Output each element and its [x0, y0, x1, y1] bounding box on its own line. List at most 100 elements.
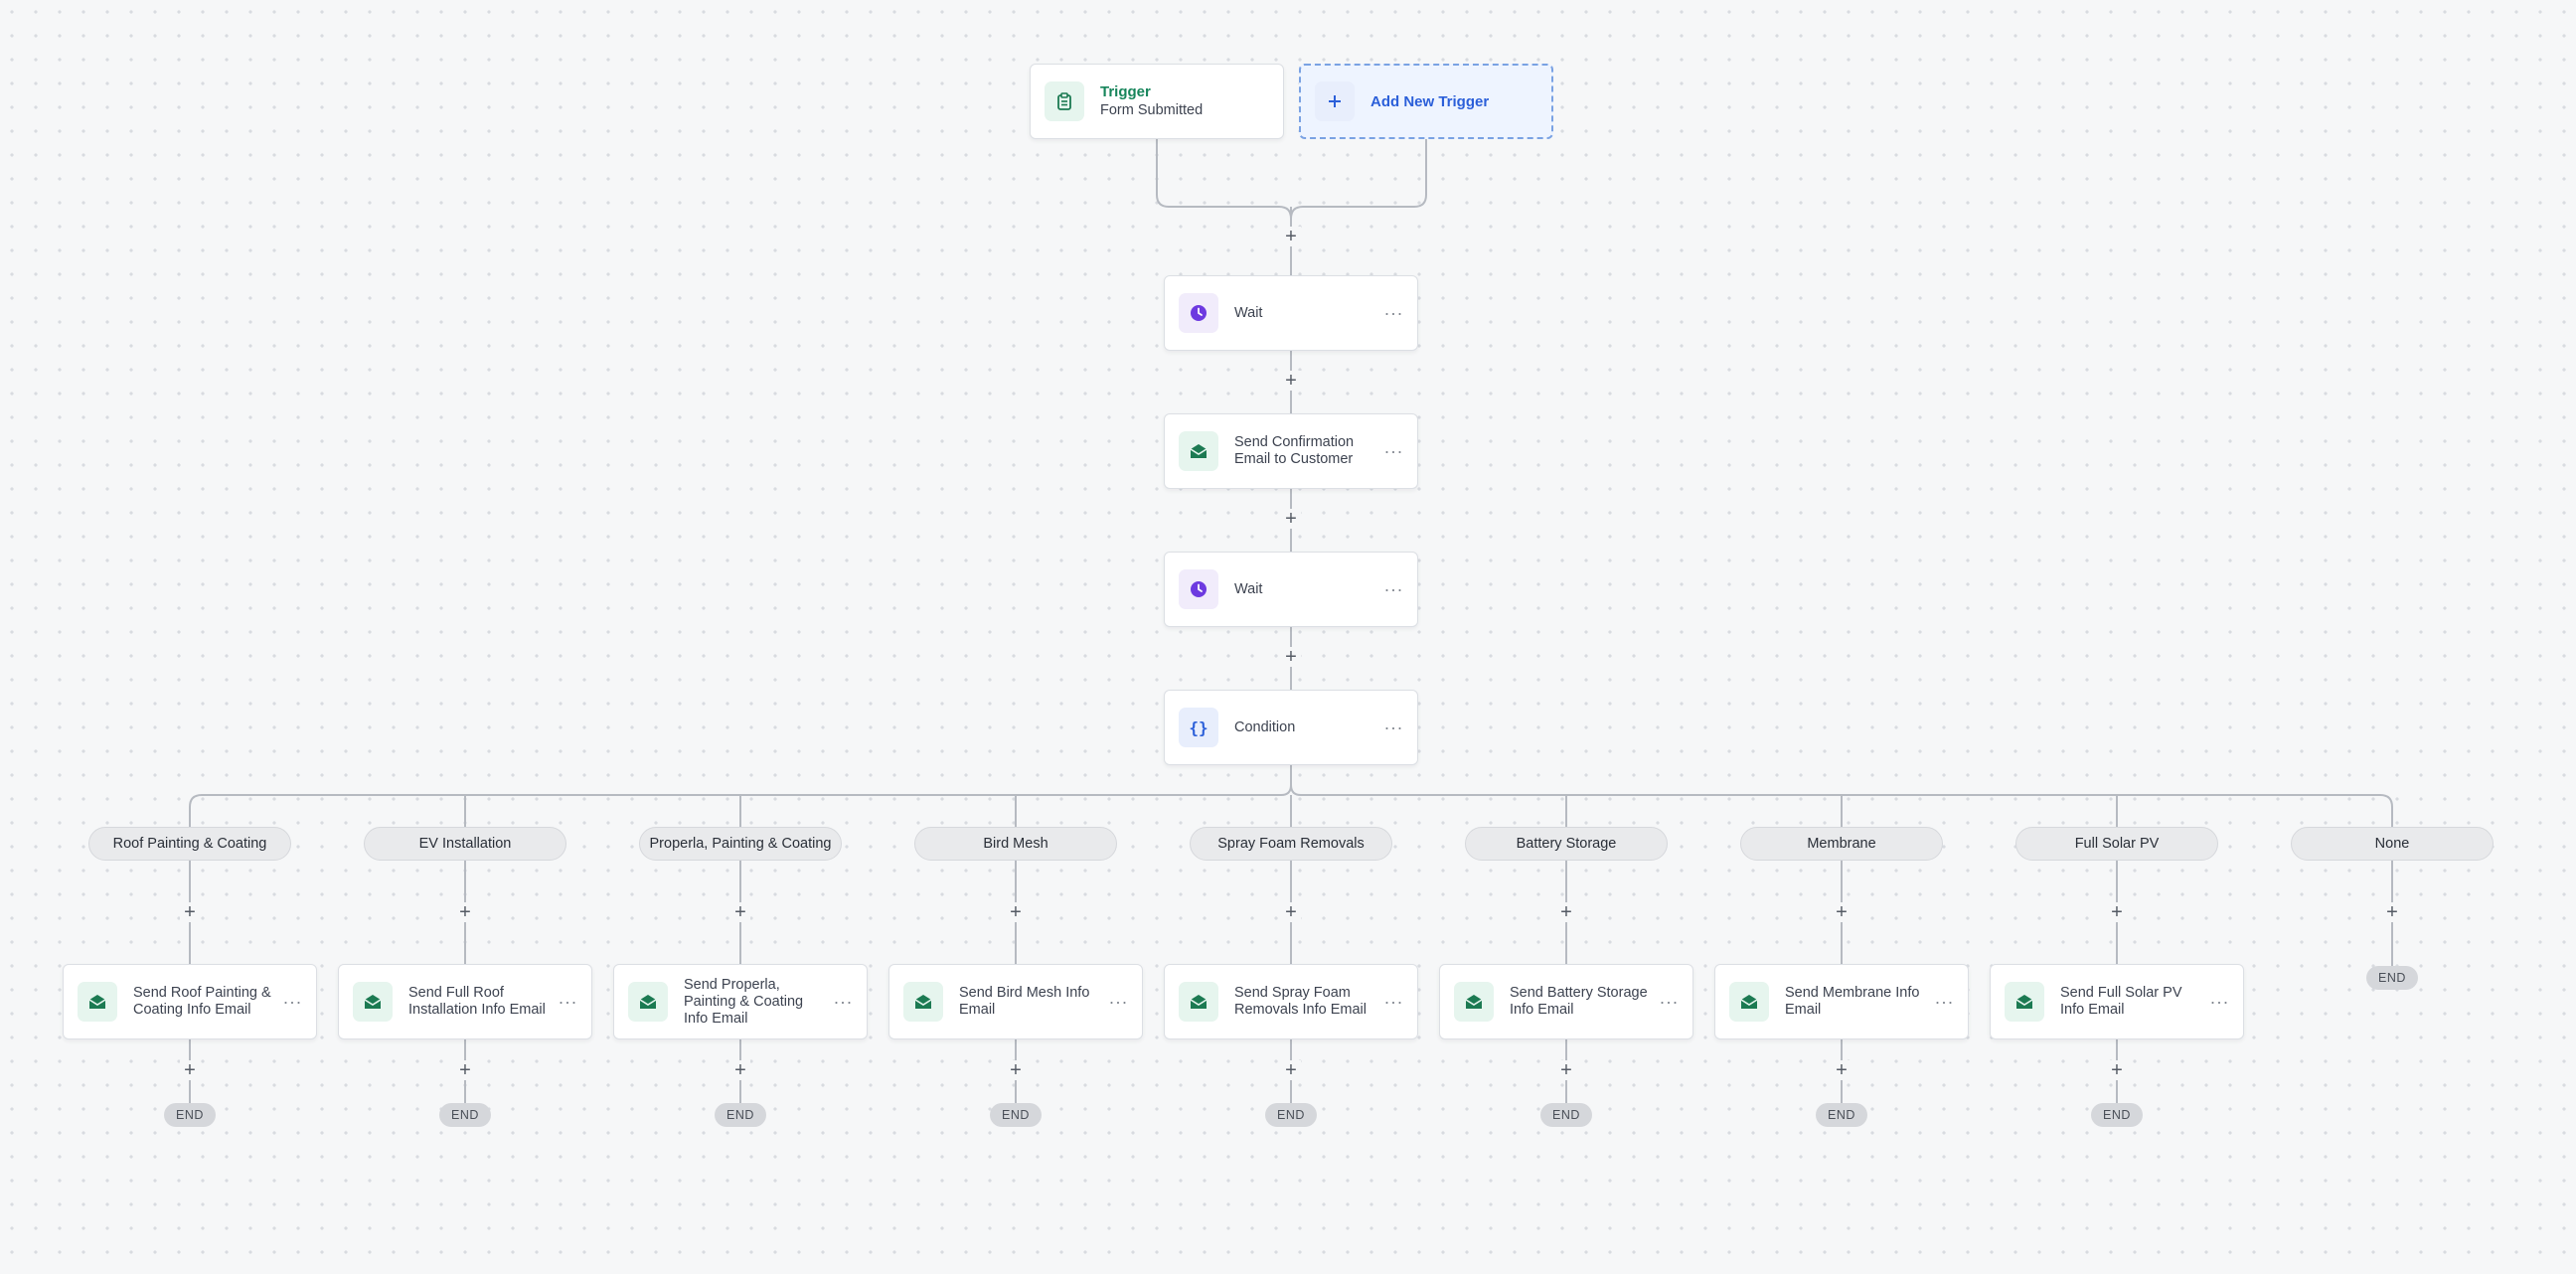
- send-email-step[interactable]: Send Full Solar PV Info Email ···: [1990, 964, 2244, 1039]
- add-step-icon[interactable]: +: [730, 1060, 750, 1080]
- email-icon: [1179, 431, 1218, 471]
- clock-icon: [1179, 293, 1218, 333]
- more-options-icon[interactable]: ···: [833, 992, 853, 1012]
- add-step-icon[interactable]: +: [1281, 227, 1301, 246]
- more-options-icon[interactable]: ···: [1934, 992, 1954, 1012]
- send-email-step-label: Send Roof Painting & Coating Info Email: [133, 985, 271, 1018]
- send-email-step[interactable]: Send Battery Storage Info Email ···: [1439, 964, 1693, 1039]
- trigger-node[interactable]: Trigger Form Submitted: [1030, 64, 1284, 139]
- more-options-icon[interactable]: ···: [1383, 992, 1403, 1012]
- end-badge: END: [439, 1103, 491, 1127]
- condition-step-label: Condition: [1234, 718, 1296, 735]
- send-email-step[interactable]: Send Roof Painting & Coating Info Email ·…: [63, 964, 317, 1039]
- add-new-trigger-button[interactable]: Add New Trigger: [1299, 64, 1553, 139]
- add-step-icon[interactable]: +: [455, 902, 475, 922]
- email-icon: [1454, 982, 1494, 1022]
- send-email-step-label: Send Full Roof Installation Info Email: [408, 985, 546, 1018]
- end-badge: END: [1816, 1103, 1867, 1127]
- branch-label[interactable]: Spray Foam Removals: [1190, 827, 1392, 861]
- email-icon: [1729, 982, 1769, 1022]
- condition-step[interactable]: {} Condition ···: [1164, 690, 1418, 765]
- send-email-step[interactable]: Send Properla, Painting & Coating Info E…: [613, 964, 868, 1039]
- branch-label[interactable]: Full Solar PV: [2015, 827, 2218, 861]
- wait-step-2-label: Wait: [1234, 580, 1263, 597]
- wait-step-1-label: Wait: [1234, 304, 1263, 321]
- add-step-icon[interactable]: +: [2107, 902, 2127, 922]
- send-confirmation-email-step[interactable]: Send Confirmation Email to Customer ···: [1164, 413, 1418, 489]
- send-email-step-label: Send Membrane Info Email: [1785, 985, 1920, 1018]
- trigger-title: Trigger: [1100, 83, 1151, 100]
- send-email-step[interactable]: Send Spray Foam Removals Info Email ···: [1164, 964, 1418, 1039]
- more-options-icon[interactable]: ···: [1383, 441, 1403, 461]
- braces-icon: {}: [1179, 708, 1218, 747]
- add-step-icon[interactable]: +: [1006, 902, 1026, 922]
- email-icon: [78, 982, 117, 1022]
- trigger-subtitle: Form Submitted: [1100, 102, 1204, 118]
- more-options-icon[interactable]: ···: [2209, 992, 2229, 1012]
- more-options-icon[interactable]: ···: [1108, 992, 1128, 1012]
- add-new-trigger-label: Add New Trigger: [1370, 92, 1490, 110]
- end-badge: END: [990, 1103, 1042, 1127]
- connector-line: [189, 765, 1292, 827]
- add-step-icon[interactable]: +: [1281, 902, 1301, 922]
- add-step-icon[interactable]: +: [1006, 1060, 1026, 1080]
- branch-label[interactable]: EV Installation: [364, 827, 566, 861]
- end-badge: END: [2366, 966, 2418, 990]
- add-step-icon[interactable]: +: [1832, 1060, 1852, 1080]
- email-icon: [903, 982, 943, 1022]
- end-badge: END: [1265, 1103, 1317, 1127]
- add-step-icon[interactable]: +: [1832, 902, 1852, 922]
- wait-step-2[interactable]: Wait ···: [1164, 552, 1418, 627]
- add-step-icon[interactable]: +: [1556, 1060, 1576, 1080]
- end-badge: END: [164, 1103, 216, 1127]
- email-icon: [628, 982, 668, 1022]
- send-email-step-label: Send Spray Foam Removals Info Email: [1234, 985, 1367, 1018]
- branch-label[interactable]: Bird Mesh: [914, 827, 1117, 861]
- send-email-step-label: Send Bird Mesh Info Email: [959, 985, 1090, 1018]
- branch-label[interactable]: None: [2291, 827, 2494, 861]
- branch-label[interactable]: Roof Painting & Coating: [88, 827, 291, 861]
- clock-icon: [1179, 569, 1218, 609]
- send-email-step[interactable]: Send Full Roof Installation Info Email ··…: [338, 964, 592, 1039]
- add-step-icon[interactable]: +: [2107, 1060, 2127, 1080]
- add-step-icon[interactable]: +: [1281, 509, 1301, 529]
- add-step-icon[interactable]: +: [1556, 902, 1576, 922]
- more-options-icon[interactable]: ···: [558, 992, 577, 1012]
- end-badge: END: [715, 1103, 766, 1127]
- send-confirmation-email-label: Send Confirmation Email to Customer: [1234, 434, 1355, 467]
- add-step-icon[interactable]: +: [1281, 1060, 1301, 1080]
- add-step-icon[interactable]: +: [1281, 647, 1301, 667]
- more-options-icon[interactable]: ···: [282, 992, 302, 1012]
- branch-label[interactable]: Membrane: [1740, 827, 1943, 861]
- send-email-step-label: Send Properla, Painting & Coating Info E…: [684, 976, 804, 1027]
- add-step-icon[interactable]: +: [180, 1060, 200, 1080]
- send-email-step[interactable]: Send Bird Mesh Info Email ···: [888, 964, 1143, 1039]
- connector-line: [1290, 784, 2393, 827]
- send-email-step-label: Send Full Solar PV Info Email: [2060, 985, 2182, 1018]
- more-options-icon[interactable]: ···: [1383, 717, 1403, 737]
- more-options-icon[interactable]: ···: [1383, 303, 1403, 323]
- end-badge: END: [2091, 1103, 2143, 1127]
- add-step-icon[interactable]: +: [180, 902, 200, 922]
- email-icon: [1179, 982, 1218, 1022]
- add-step-icon[interactable]: +: [1281, 371, 1301, 391]
- send-email-step[interactable]: Send Membrane Info Email ···: [1714, 964, 1969, 1039]
- branch-label[interactable]: Properla, Painting & Coating: [639, 827, 842, 861]
- clipboard-icon: [1045, 81, 1084, 121]
- add-step-icon[interactable]: +: [2382, 902, 2402, 922]
- add-step-icon[interactable]: +: [730, 902, 750, 922]
- email-icon: [2005, 982, 2044, 1022]
- wait-step-1[interactable]: Wait ···: [1164, 275, 1418, 351]
- send-email-step-label: Send Battery Storage Info Email: [1510, 985, 1648, 1018]
- more-options-icon[interactable]: ···: [1659, 992, 1679, 1012]
- add-step-icon[interactable]: +: [455, 1060, 475, 1080]
- email-icon: [353, 982, 393, 1022]
- connector-line: [1290, 139, 1427, 220]
- branch-label[interactable]: Battery Storage: [1465, 827, 1668, 861]
- connector-line: [1156, 139, 1292, 220]
- more-options-icon[interactable]: ···: [1383, 579, 1403, 599]
- end-badge: END: [1540, 1103, 1592, 1127]
- plus-icon: [1315, 81, 1355, 121]
